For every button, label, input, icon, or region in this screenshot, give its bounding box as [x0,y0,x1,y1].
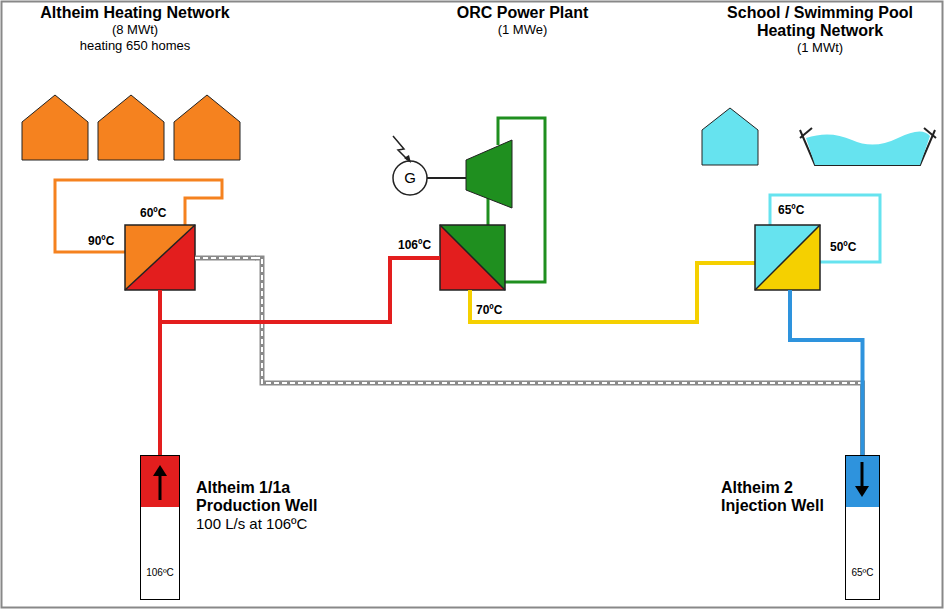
heating-network: Altheim Heating Network(8 MWt)heating 65… [15,0,255,290]
temperature-label: 90ºC [88,234,114,248]
generator-symbol-label: G [402,170,418,186]
pipe-temperature: 70ºC [476,303,502,317]
network-note: heating 650 homes [15,38,255,54]
heating-network: School / Swimming Pool Heating Network(1… [700,0,940,290]
injection-well: Altheim 2 Injection Well65ºC [845,455,880,600]
temperature-label: 60ºC [140,206,166,220]
temperature-label: 106ºC [398,238,431,252]
well-name: Altheim 2 Injection Well [721,479,839,515]
power-plant: ORC Power Plant(1 MWe) [440,0,605,290]
network-title: School / Swimming Pool Heating Network [705,4,935,40]
temperature-label: 50ºC [830,240,856,254]
pipe [470,263,700,322]
well-temperature: 106ºC [141,566,179,579]
well-flow: 100 L/s at 106ºC [196,515,366,533]
network-title: Altheim Heating Network [15,4,255,22]
temperature-label: 65ºC [778,203,804,217]
pipe [255,258,863,455]
network-title: ORC Power Plant [440,4,605,22]
pipe [160,258,440,455]
network-note: (8 MWt) [15,22,255,38]
network-note: (1 MWe) [440,22,605,38]
well-name: Altheim 1/1a Production Well [196,479,366,515]
production-well: Altheim 1/1a Production Well100 L/s at 1… [140,455,180,600]
network-note: (1 MWt) [705,40,935,56]
well-temperature: 65ºC [846,566,879,579]
pipe [790,290,863,455]
